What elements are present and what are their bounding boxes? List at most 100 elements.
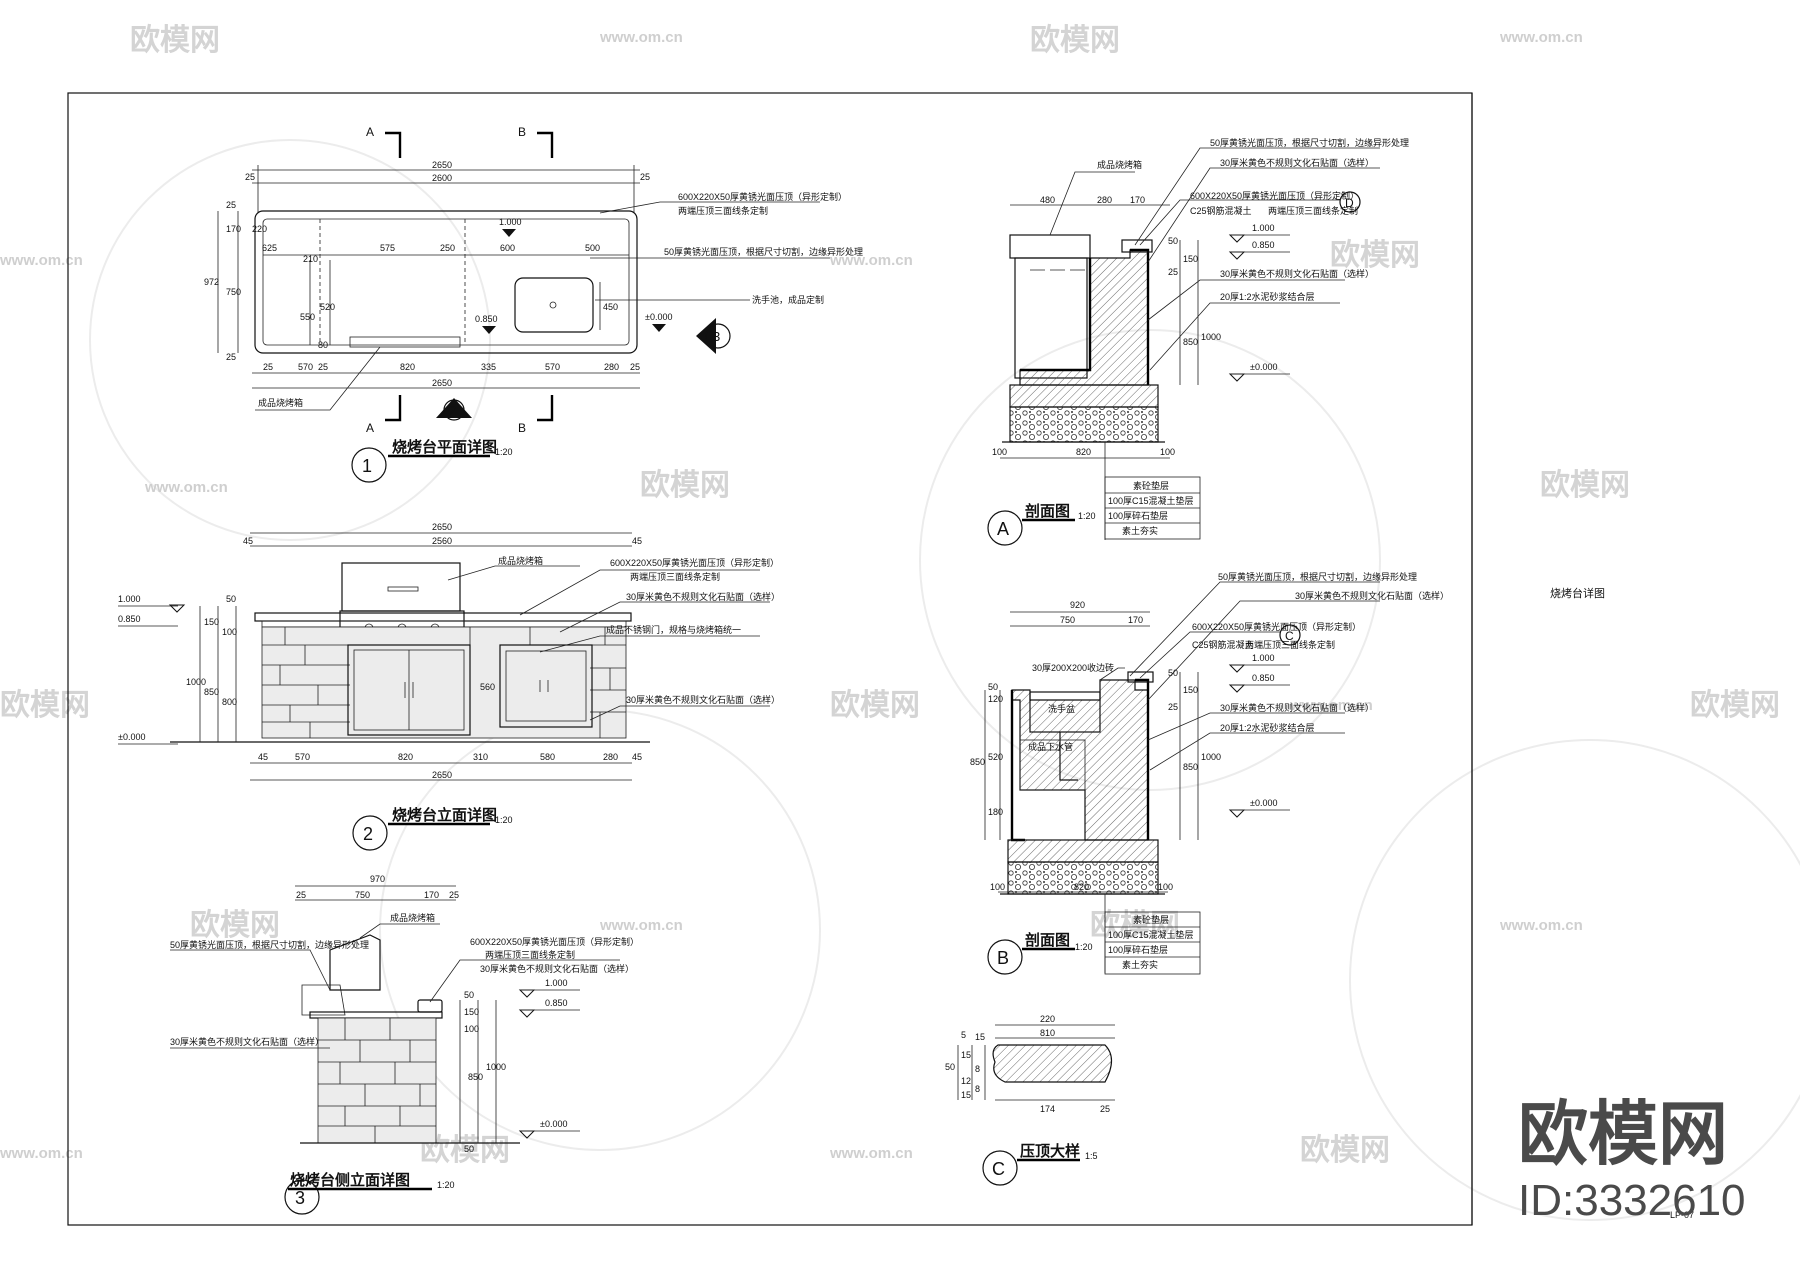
side-dim: 170 xyxy=(424,890,439,900)
plan-dim-bottom: 25 xyxy=(630,362,640,372)
sec-a-dim-right: 850 xyxy=(1183,337,1198,347)
logo-brand-text: 欧模网 xyxy=(1518,1095,1728,1173)
elev-dim-bottom: 580 xyxy=(540,752,555,762)
elev-dim: 45 xyxy=(243,536,253,546)
plan-note: 洗手池，成品定制 xyxy=(752,294,824,305)
sec-a-dim-bottom: 100 xyxy=(992,447,1007,457)
elev-note: 成品不锈钢门，规格与烧烤箱统一 xyxy=(606,624,741,635)
elev-grill-door xyxy=(347,644,471,736)
sec-a-dim-top: 280 xyxy=(1097,195,1112,205)
side-title: 烧烤台侧立面详图 xyxy=(290,1171,410,1189)
sec-b-layer: 素土夯实 xyxy=(1122,959,1158,970)
sec-b-title-circle xyxy=(987,939,1023,975)
plan-dim-v: 210 xyxy=(303,254,318,264)
side-note: 30厚米黄色不规则文化石贴面（选样） xyxy=(170,1036,324,1047)
sec-b-number: B xyxy=(997,948,1009,968)
sec-a-note: C25钢筋混凝土 xyxy=(1190,205,1252,216)
plan-dim-v: 80 xyxy=(318,340,328,350)
side-elevation-view: 970 25 750 170 25 50 150 100 850 1000 50… xyxy=(170,874,639,1215)
elev-level: ±0.000 xyxy=(118,732,145,742)
elev-dim: 45 xyxy=(632,536,642,546)
elev-dim-bottom: 820 xyxy=(398,752,413,762)
elev-sink-door xyxy=(499,644,593,728)
sec-a-note: 成品烧烤箱 xyxy=(1097,159,1142,170)
sec-a-dim-right: 150 xyxy=(1183,254,1198,264)
sec-b-dim-top: 750 xyxy=(1060,615,1075,625)
watermark-url: www.om.cn xyxy=(829,252,913,269)
watermark-brand: 欧模网 xyxy=(130,24,220,57)
logo-id-text: ID:3332610 xyxy=(1518,1176,1746,1225)
plan-dim-left: 25 xyxy=(226,352,236,362)
sec-b-note: 两端压顶三面线条定制 xyxy=(1245,639,1335,650)
sec-a-note: 50厚黄锈光面压顶，根据尺寸切割，边缘异形处理 xyxy=(1210,137,1409,148)
coping-dim-top: 220 xyxy=(1040,1014,1055,1024)
side-note: 30厚米黄色不规则文化石贴面（选样） xyxy=(480,963,634,974)
elev-door-dim: 560 xyxy=(480,682,495,692)
plan-dim-v: 520 xyxy=(320,302,335,312)
watermark-brand: 欧模网 xyxy=(0,689,90,722)
plan-counter-outline xyxy=(254,210,638,354)
side-note: 600X220X50厚黄锈光面压顶（异形定制） xyxy=(470,936,639,947)
sec-a-note: 600X220X50厚黄锈光面压顶（异形定制） xyxy=(1190,190,1359,201)
brand-logo: 欧模网 ID:3332610 xyxy=(1518,1095,1746,1225)
elev-dim-bottom: 310 xyxy=(473,752,488,762)
elev-title: 烧烤台立面详图 xyxy=(392,806,497,824)
coping-dim-left: 5 xyxy=(961,1030,966,1040)
sec-b-dim-left: 120 xyxy=(988,694,1003,704)
sec-b-dim-bottom: 100 xyxy=(990,882,1005,892)
plan-dim-inner: 575 xyxy=(380,243,395,253)
elev-dim-bottom: 280 xyxy=(603,752,618,762)
coping-dim-left: 15 xyxy=(961,1050,971,1060)
elev-dim-v: 150 xyxy=(204,617,219,627)
sec-a-level: 1.000 xyxy=(1252,223,1275,233)
watermark-url: www.om.cn xyxy=(0,252,83,269)
sec-a-grill-box xyxy=(1014,257,1088,379)
sec-a-dim-top: 480 xyxy=(1040,195,1055,205)
side-dim: 25 xyxy=(296,890,306,900)
sec-a-dim-right: 25 xyxy=(1168,267,1178,277)
coping-dim-left: 15 xyxy=(975,1032,985,1042)
sec-b-level: 0.850 xyxy=(1252,673,1275,683)
plan-level: 1.000 xyxy=(499,217,522,227)
side-dim: 970 xyxy=(370,874,385,884)
elev-dim: 2560 xyxy=(432,536,452,546)
plan-dim-left: 170 xyxy=(226,224,241,234)
plan-section-a-top: A xyxy=(366,125,374,139)
sec-b-note: 成品下水管 xyxy=(1028,741,1073,752)
watermark-url: www.om.cn xyxy=(1289,697,1373,714)
coping-detail-view: 220 810 174 25 50 5 15 15 8 12 8 15 C 压顶… xyxy=(945,1014,1115,1186)
side-dim-v: 100 xyxy=(464,1024,479,1034)
plan-dim-inner: 600 xyxy=(500,243,515,253)
watermark-url: www.om.cn xyxy=(0,1145,83,1162)
plan-note: 50厚黄锈光面压顶，根据尺寸切割，边缘异形处理 xyxy=(664,246,863,257)
watermark-brand: 欧模网 xyxy=(1330,239,1420,272)
plan-section-b-bottom: B xyxy=(518,421,526,435)
elev-note: 30厚米黄色不规则文化石贴面（选样） xyxy=(626,694,780,705)
plan-number: 1 xyxy=(362,456,372,476)
plan-dim-bottom: 570 xyxy=(298,362,313,372)
watermark-url: www.om.cn xyxy=(1499,917,1583,934)
sec-a-dim-right: 50 xyxy=(1168,236,1178,246)
plan-dim-inner: 500 xyxy=(585,243,600,253)
elev-dim-bottom: 45 xyxy=(632,752,642,762)
sec-b-callout: C xyxy=(1285,629,1294,643)
sec-b-dim-right: 850 xyxy=(1183,762,1198,772)
sec-b-dim-right: 150 xyxy=(1183,685,1198,695)
side-dim: 750 xyxy=(355,890,370,900)
plan-note: 600X220X50厚黄锈光面压顶（异形定制） xyxy=(678,191,847,202)
watermark-brand: 欧模网 xyxy=(1030,24,1120,57)
plan-scale: 1:20 xyxy=(495,447,513,457)
elev-scale: 1:20 xyxy=(495,815,513,825)
plan-title-circle xyxy=(351,447,387,483)
section-a-view: 480 280 170 50 150 25 850 1000 1.000 0.8… xyxy=(987,137,1409,546)
sec-b-dim-bottom: 100 xyxy=(1158,882,1173,892)
coping-scale: 1:5 xyxy=(1085,1151,1098,1161)
sec-b-note: 20厚1:2水泥砂浆结合层 xyxy=(1220,722,1315,733)
side-number: 3 xyxy=(295,1188,305,1208)
coping-dim-bottom: 174 xyxy=(1040,1104,1055,1114)
coping-dim-left: 8 xyxy=(975,1084,980,1094)
elev-level: 1.000 xyxy=(118,594,141,604)
plan-dim-v: 550 xyxy=(300,312,315,322)
coping-dim-left: 15 xyxy=(961,1090,971,1100)
